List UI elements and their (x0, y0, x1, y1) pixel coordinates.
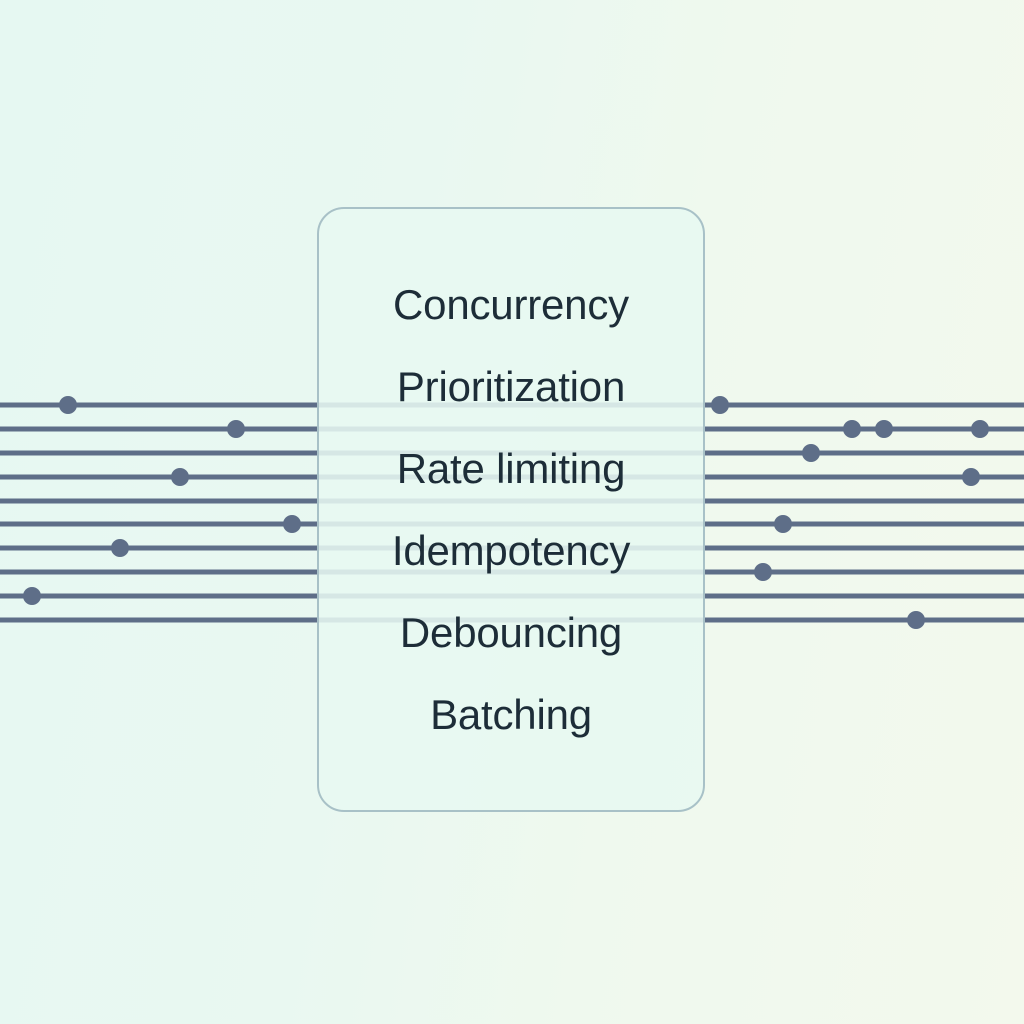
rail-dot (171, 468, 189, 486)
rail-dot (23, 587, 41, 605)
rail-dot (774, 515, 792, 533)
card-item-debouncing: Debouncing (399, 608, 623, 656)
rail-dot (875, 420, 893, 438)
card-item-concurrency: Concurrency (393, 280, 629, 328)
card-item-rate-limiting: Rate limiting (396, 444, 626, 492)
rail-dot (711, 396, 729, 414)
rail-dot (971, 420, 989, 438)
rail-dot (754, 563, 772, 581)
capability-card: Concurrency Prioritization Rate limiting… (317, 207, 705, 812)
rail-dot (962, 468, 980, 486)
card-item-idempotency: Idempotency (391, 526, 631, 574)
rail-dot (111, 539, 129, 557)
card-item-prioritization: Prioritization (396, 362, 626, 410)
rail-dot (802, 444, 820, 462)
rail-dot (843, 420, 861, 438)
rail-dot (283, 515, 301, 533)
rail-dot (227, 420, 245, 438)
rail-dot (907, 611, 925, 629)
rail-dot (59, 396, 77, 414)
card-item-batching: Batching (430, 690, 592, 738)
